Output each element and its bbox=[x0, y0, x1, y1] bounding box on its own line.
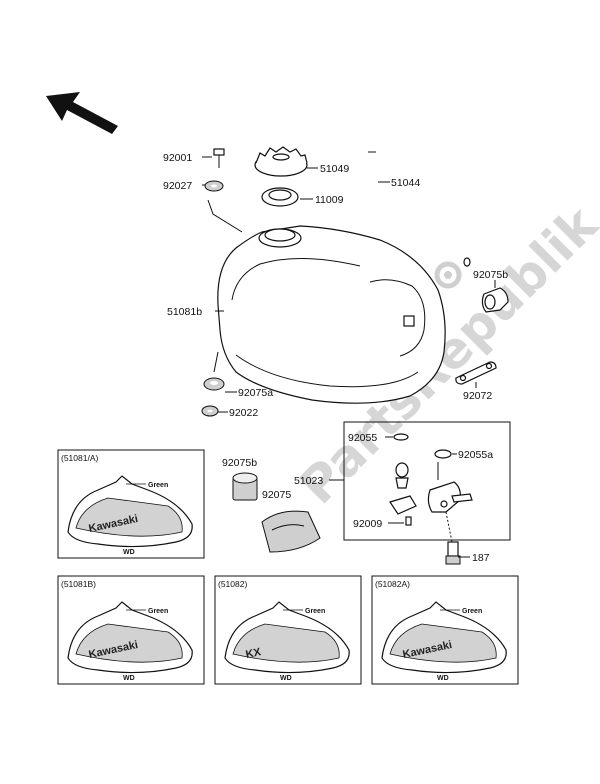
label-51044: 51044 bbox=[391, 177, 420, 189]
part-labels: 92001 51049 92027 11009 51044 92075b 510… bbox=[163, 152, 508, 564]
decal-panel-footer: WD bbox=[123, 675, 135, 682]
label-92072: 92072 bbox=[463, 390, 492, 402]
screw-92009 bbox=[405, 516, 412, 526]
decal-graphic-area bbox=[389, 623, 497, 663]
watermark-gear-icon bbox=[434, 261, 462, 289]
decal-panel-footer: WD bbox=[123, 549, 135, 556]
grommet-92075a bbox=[203, 351, 225, 391]
label-92075a: 92075a bbox=[238, 387, 273, 399]
decal-panels: (51081/A)GreenKawasakiWD(51081B)GreenKaw… bbox=[57, 449, 519, 685]
label-11009: 11009 bbox=[315, 194, 344, 206]
bolt-92001 bbox=[213, 148, 225, 168]
fuel-tank bbox=[217, 225, 446, 404]
label-92075b-lower: 92075b bbox=[222, 457, 257, 469]
label-51023: 51023 bbox=[294, 475, 323, 487]
decal-panel-code: (51082) bbox=[218, 579, 247, 589]
washer-92022 bbox=[201, 405, 219, 417]
decal-logo-text: KX bbox=[245, 646, 263, 661]
label-92055a: 92055a bbox=[458, 449, 493, 461]
fuel-valve-lever bbox=[395, 462, 409, 489]
label-92001: 92001 bbox=[163, 152, 192, 164]
fuel-cock-box bbox=[329, 421, 511, 541]
decal-color-note: Green bbox=[305, 608, 325, 615]
label-92027: 92027 bbox=[163, 180, 192, 192]
damper-92075b-lower bbox=[232, 472, 258, 501]
decal-panel-footer: WD bbox=[280, 675, 292, 682]
decal-graphic-area bbox=[75, 623, 183, 663]
label-187: 187 bbox=[472, 552, 490, 564]
fuel-valve-body bbox=[427, 462, 473, 513]
filler-cap bbox=[254, 146, 308, 177]
decal-panel-code: (51081/A) bbox=[61, 453, 98, 463]
label-92055: 92055 bbox=[348, 432, 377, 444]
label-92075: 92075 bbox=[262, 489, 291, 501]
label-92009: 92009 bbox=[353, 518, 382, 530]
damper-92075 bbox=[261, 510, 321, 553]
decal-panel-code: (51081B) bbox=[61, 579, 96, 589]
decal-graphic-area bbox=[75, 497, 183, 537]
label-51081b: 51081b bbox=[167, 306, 202, 318]
label-51049: 51049 bbox=[320, 163, 349, 175]
decal-panel-footer: WD bbox=[437, 675, 449, 682]
leader-lines bbox=[202, 156, 496, 558]
label-92075b-top: 92075b bbox=[473, 269, 508, 281]
damper-92075b-top bbox=[481, 287, 509, 313]
decal-color-note: Green bbox=[462, 608, 482, 615]
cap-gasket bbox=[261, 187, 299, 207]
label-92022: 92022 bbox=[229, 407, 258, 419]
decal-color-note: Green bbox=[148, 608, 168, 615]
vent-hose bbox=[270, 103, 471, 267]
decal-color-note: Green bbox=[148, 482, 168, 489]
bracket-92072 bbox=[455, 361, 497, 385]
bolt-187 bbox=[445, 511, 461, 565]
decal-panel-code: (51082A) bbox=[375, 579, 410, 589]
front-direction-arrow-icon bbox=[46, 92, 118, 134]
washer-92027 bbox=[204, 180, 243, 233]
decal-graphic-area bbox=[232, 623, 340, 663]
fuel-valve-plate bbox=[389, 495, 417, 515]
